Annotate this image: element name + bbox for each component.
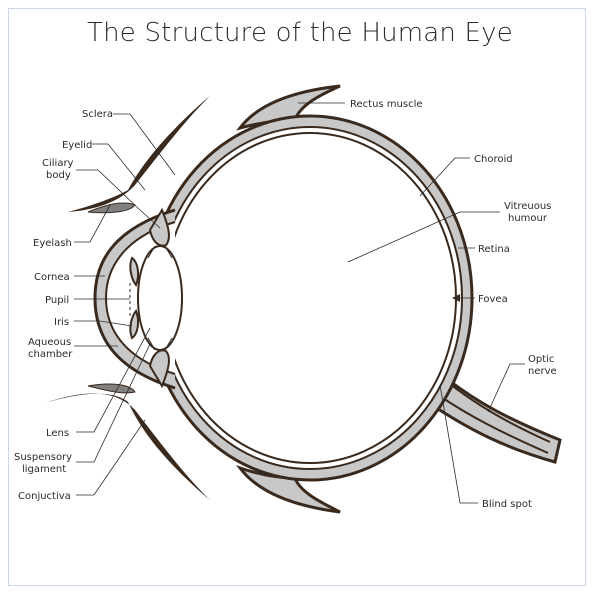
label-choroid: Choroid: [474, 154, 513, 165]
label-sclera: Sclera: [82, 109, 113, 120]
label-retina: Retina: [478, 244, 510, 255]
label-optic-line2: nerve: [528, 366, 557, 377]
diagram-title: The Structure of the Human Eye: [87, 18, 513, 48]
label-aqueous-line2: chamber: [28, 349, 73, 360]
label-vitreous-line2: humour: [508, 213, 548, 224]
lens: [137, 245, 183, 351]
label-fovea: Fovea: [478, 294, 508, 305]
diagram-frame: [8, 8, 586, 586]
label-iris: Iris: [54, 317, 69, 328]
label-optic-line1: Optic: [528, 354, 554, 365]
label-suspensory-line1: Suspensory: [14, 452, 72, 463]
leader-lines: [74, 102, 525, 504]
label-cornea: Cornea: [34, 272, 70, 283]
eyelid: [45, 96, 210, 500]
label-aqueous-line1: Aqueous: [28, 337, 71, 348]
eyeball-layers: [146, 114, 474, 482]
iris: [129, 256, 140, 340]
label-lens: Lens: [46, 428, 69, 439]
labels: Sclera Rectus muscle Eyelid Ciliary body…: [14, 99, 557, 510]
label-eyelid: Eyelid: [62, 140, 92, 151]
label-rectus-muscle: Rectus muscle: [350, 99, 423, 110]
label-ciliary-body-line1: Ciliary: [42, 158, 74, 169]
label-vitreous-line1: Vitreuous: [504, 201, 551, 212]
label-eyelash: Eyelash: [33, 238, 72, 249]
label-pupil: Pupil: [45, 295, 69, 306]
label-conjuctiva: Conjuctiva: [18, 491, 71, 502]
label-blind-spot: Blind spot: [482, 499, 532, 510]
label-ciliary-body-line2: body: [46, 170, 71, 181]
label-suspensory-line2: ligament: [22, 464, 66, 475]
